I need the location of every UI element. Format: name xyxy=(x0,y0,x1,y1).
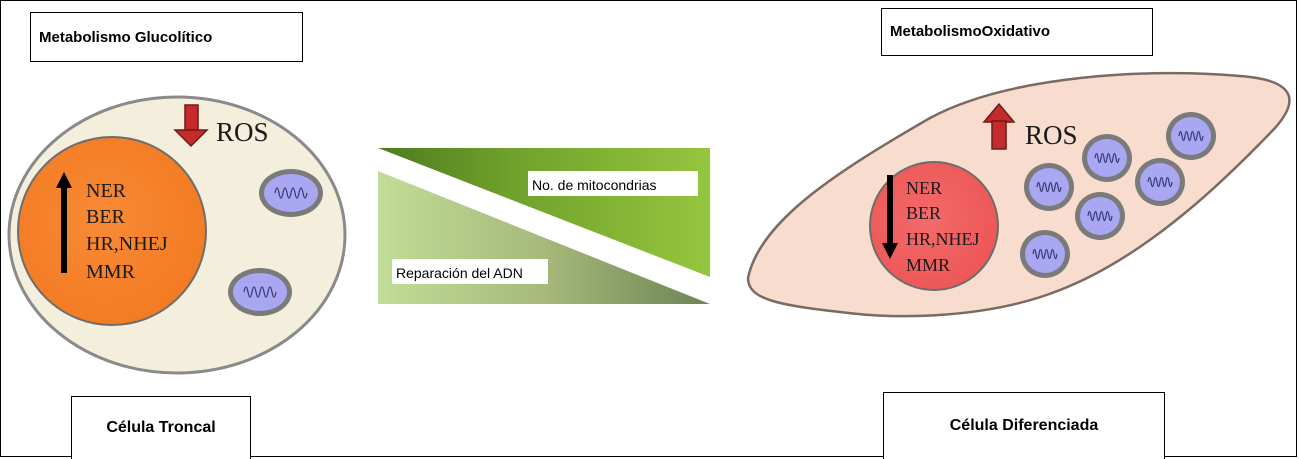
wedge-label-box-upper xyxy=(528,171,698,196)
pathway-ber-right: BER xyxy=(906,203,941,223)
dna-repair-label: Reparación del ADN xyxy=(396,265,523,281)
oxidative-metabolism-title: MetabolismoOxidativo xyxy=(881,8,1153,56)
mitochondrion xyxy=(228,268,292,316)
mitochondrion xyxy=(1075,192,1125,240)
wedge-label-box-lower xyxy=(392,259,548,284)
mitochondrion xyxy=(1135,158,1185,206)
pathway-hr-nhej-left: HR,NHEJ xyxy=(86,233,168,255)
pathway-ber-left: BER xyxy=(86,206,126,228)
ros-up-arrow-icon xyxy=(982,102,1016,150)
differentiated-cell-label: Célula Diferenciada xyxy=(883,392,1165,459)
pathway-ner-right: NER xyxy=(906,178,942,198)
mitochondrion xyxy=(1024,163,1074,211)
pathway-hr-nhej-right: HR,NHEJ xyxy=(906,229,980,249)
repair-down-arrow-icon xyxy=(882,175,898,259)
mitochondrion xyxy=(259,169,323,217)
glycolytic-metabolism-title: Metabolismo Glucolítico xyxy=(30,12,303,62)
ros-label-left: ROS xyxy=(216,117,269,147)
pathway-mmr-right: MMR xyxy=(906,255,950,275)
repair-up-arrow-icon xyxy=(56,172,72,273)
pathway-ner-left: NER xyxy=(86,180,127,202)
stem-cell-label: Célula Troncal xyxy=(71,396,251,459)
mitochondria-count-label: No. de mitocondrias xyxy=(532,177,657,193)
differentiated-cell-body xyxy=(746,71,1291,318)
ros-label-right: ROS xyxy=(1025,120,1078,150)
mitochondrion xyxy=(1020,230,1070,278)
differentiated-cell-nucleus xyxy=(869,161,999,291)
mitochondrion xyxy=(1082,134,1132,182)
mitochondrion xyxy=(1166,112,1216,160)
ros-down-arrow-icon xyxy=(173,104,209,148)
pathway-mmr-left: MMR xyxy=(86,261,136,283)
stem-cell-nucleus xyxy=(17,136,207,326)
